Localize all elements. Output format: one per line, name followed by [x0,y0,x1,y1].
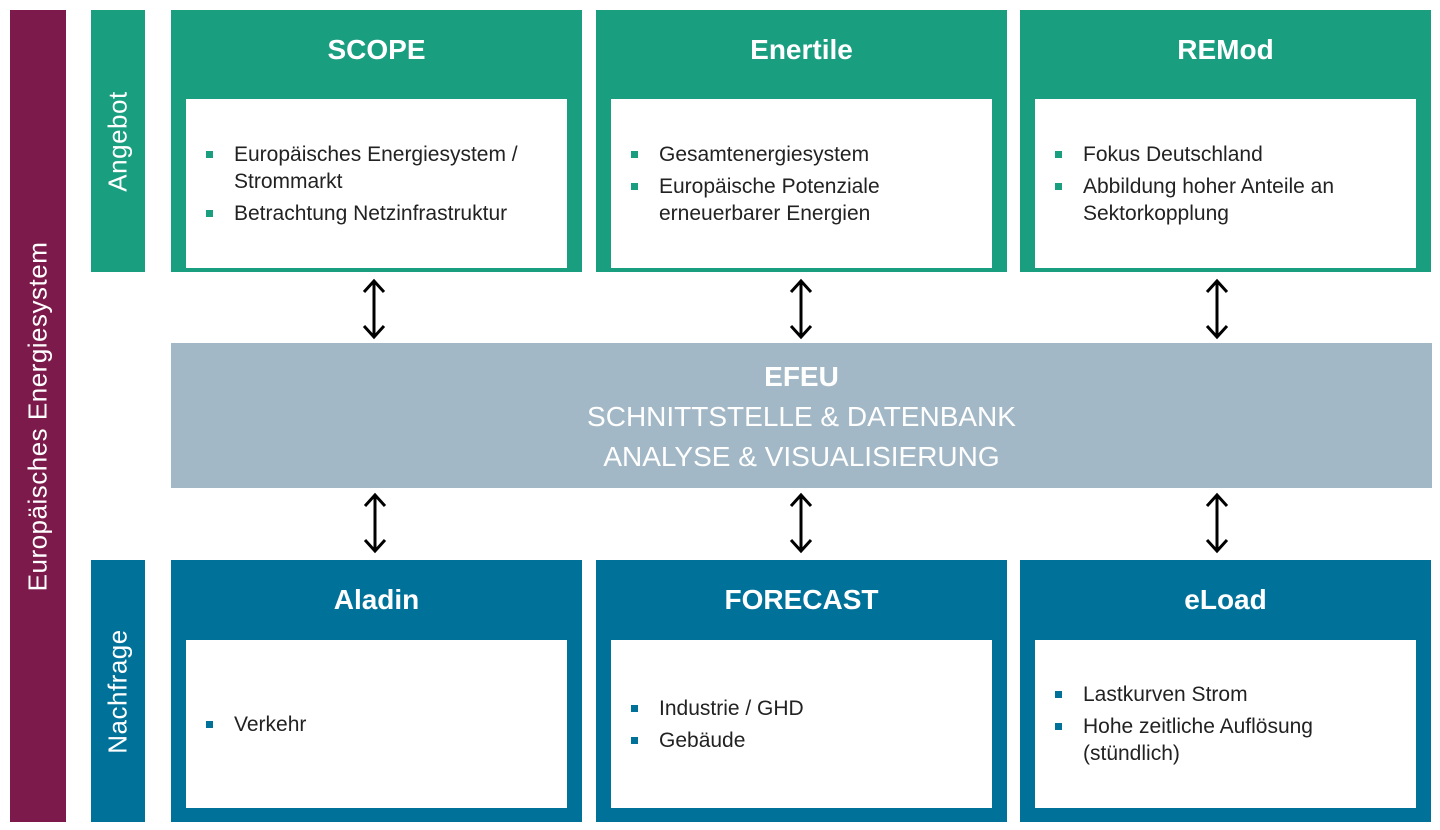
model-box-enertile: Enertile Gesamtenergiesystem Europäische… [596,10,1007,272]
system-label-bar: Europäisches Energiesystem [10,10,66,822]
model-box-scope: SCOPE Europäisches Energiesystem / Strom… [171,10,582,272]
model-description: Industrie / GHD Gebäude [611,640,992,808]
demand-label-bar: Nachfrage [91,560,145,822]
bullet-icon [1055,150,1062,158]
bullet-text: Gebäude [659,728,746,752]
list-item: Verkehr [206,711,547,738]
bullet-icon [206,150,213,158]
list-item: Industrie / GHD [631,695,972,722]
double-arrow-icon [789,492,813,554]
bullet-text: Europäisches Energiesystem / Strommarkt [234,142,518,193]
model-title: REMod [1177,34,1274,65]
list-item: Hohe zeitliche Auflösung (stündlich) [1055,713,1396,767]
bullet-icon [1055,182,1062,190]
list-item: Europäisches Energiesystem / Strommarkt [206,141,547,195]
supply-label-bar: Angebot [91,10,145,272]
bullet-icon [1055,691,1062,698]
list-item: Gesamtenergiesystem [631,141,972,168]
model-description: Fokus Deutschland Abbildung hoher Anteil… [1035,99,1416,268]
model-title: SCOPE [327,34,426,65]
efeu-hub-box: EFEU SCHNITTSTELLE & DATENBANK ANALYSE &… [171,343,1432,488]
model-box-remod: REMod Fokus Deutschland Abbildung hoher … [1020,10,1431,272]
bullet-text: Industrie / GHD [659,696,804,720]
efeu-line-analysis: ANALYSE & VISUALISIERUNG [603,441,1000,472]
double-arrow-icon [363,492,387,554]
model-box-forecast: FORECAST Industrie / GHD Gebäude [596,560,1007,822]
demand-label: Nachfrage [102,628,133,754]
bullet-text: Gesamtenergiesystem [659,142,870,166]
efeu-line-interface: SCHNITTSTELLE & DATENBANK [587,401,1016,432]
list-item: Fokus Deutschland [1055,141,1396,168]
double-arrow-icon [789,278,813,340]
bullet-icon [631,182,638,190]
bullet-text: Betrachtung Netzinfrastruktur [234,201,508,225]
bullet-icon [206,720,213,728]
model-box-aladin: Aladin Verkehr [171,560,582,822]
bullet-icon [631,150,638,158]
bullet-text: Abbildung hoher Anteile an Sektorkopplun… [1083,174,1335,225]
model-title: Aladin [333,584,420,615]
bullet-icon [631,736,638,744]
bullet-icon [631,704,638,712]
list-item: Abbildung hoher Anteile an Sektorkopplun… [1055,173,1396,227]
efeu-title: EFEU [764,361,839,392]
model-description: Verkehr [186,640,567,808]
bullet-text: Hohe zeitliche Auflösung (stündlich) [1083,715,1313,765]
bullet-text: Verkehr [234,712,307,736]
system-label: Europäisches Energiesystem [22,241,53,591]
list-item: Lastkurven Strom [1055,681,1396,708]
bullet-icon [206,209,213,217]
bullet-text: Fokus Deutschland [1083,142,1263,166]
supply-label: Angebot [102,90,133,192]
model-description: Gesamtenergiesystem Europäische Potenzia… [611,99,992,268]
model-title: Enertile [750,34,853,65]
model-title: FORECAST [724,584,879,615]
list-item: Europäische Potenziale erneuerbarer Ener… [631,173,972,227]
model-description: Lastkurven Strom Hohe zeitliche Auflösun… [1035,640,1416,808]
model-title: eLoad [1184,584,1267,615]
double-arrow-icon [362,278,386,340]
list-item: Gebäude [631,727,972,754]
bullet-text: Europäische Potenziale erneuerbarer Ener… [659,174,880,225]
double-arrow-icon [1205,278,1229,340]
double-arrow-icon [1205,492,1229,554]
list-item: Betrachtung Netzinfrastruktur [206,200,547,227]
bullet-icon [1055,723,1062,730]
model-description: Europäisches Energiesystem / Strommarkt … [186,99,567,268]
bullet-text: Lastkurven Strom [1083,683,1248,706]
model-box-eload: eLoad Lastkurven Strom Hohe zeitliche Au… [1020,560,1431,822]
